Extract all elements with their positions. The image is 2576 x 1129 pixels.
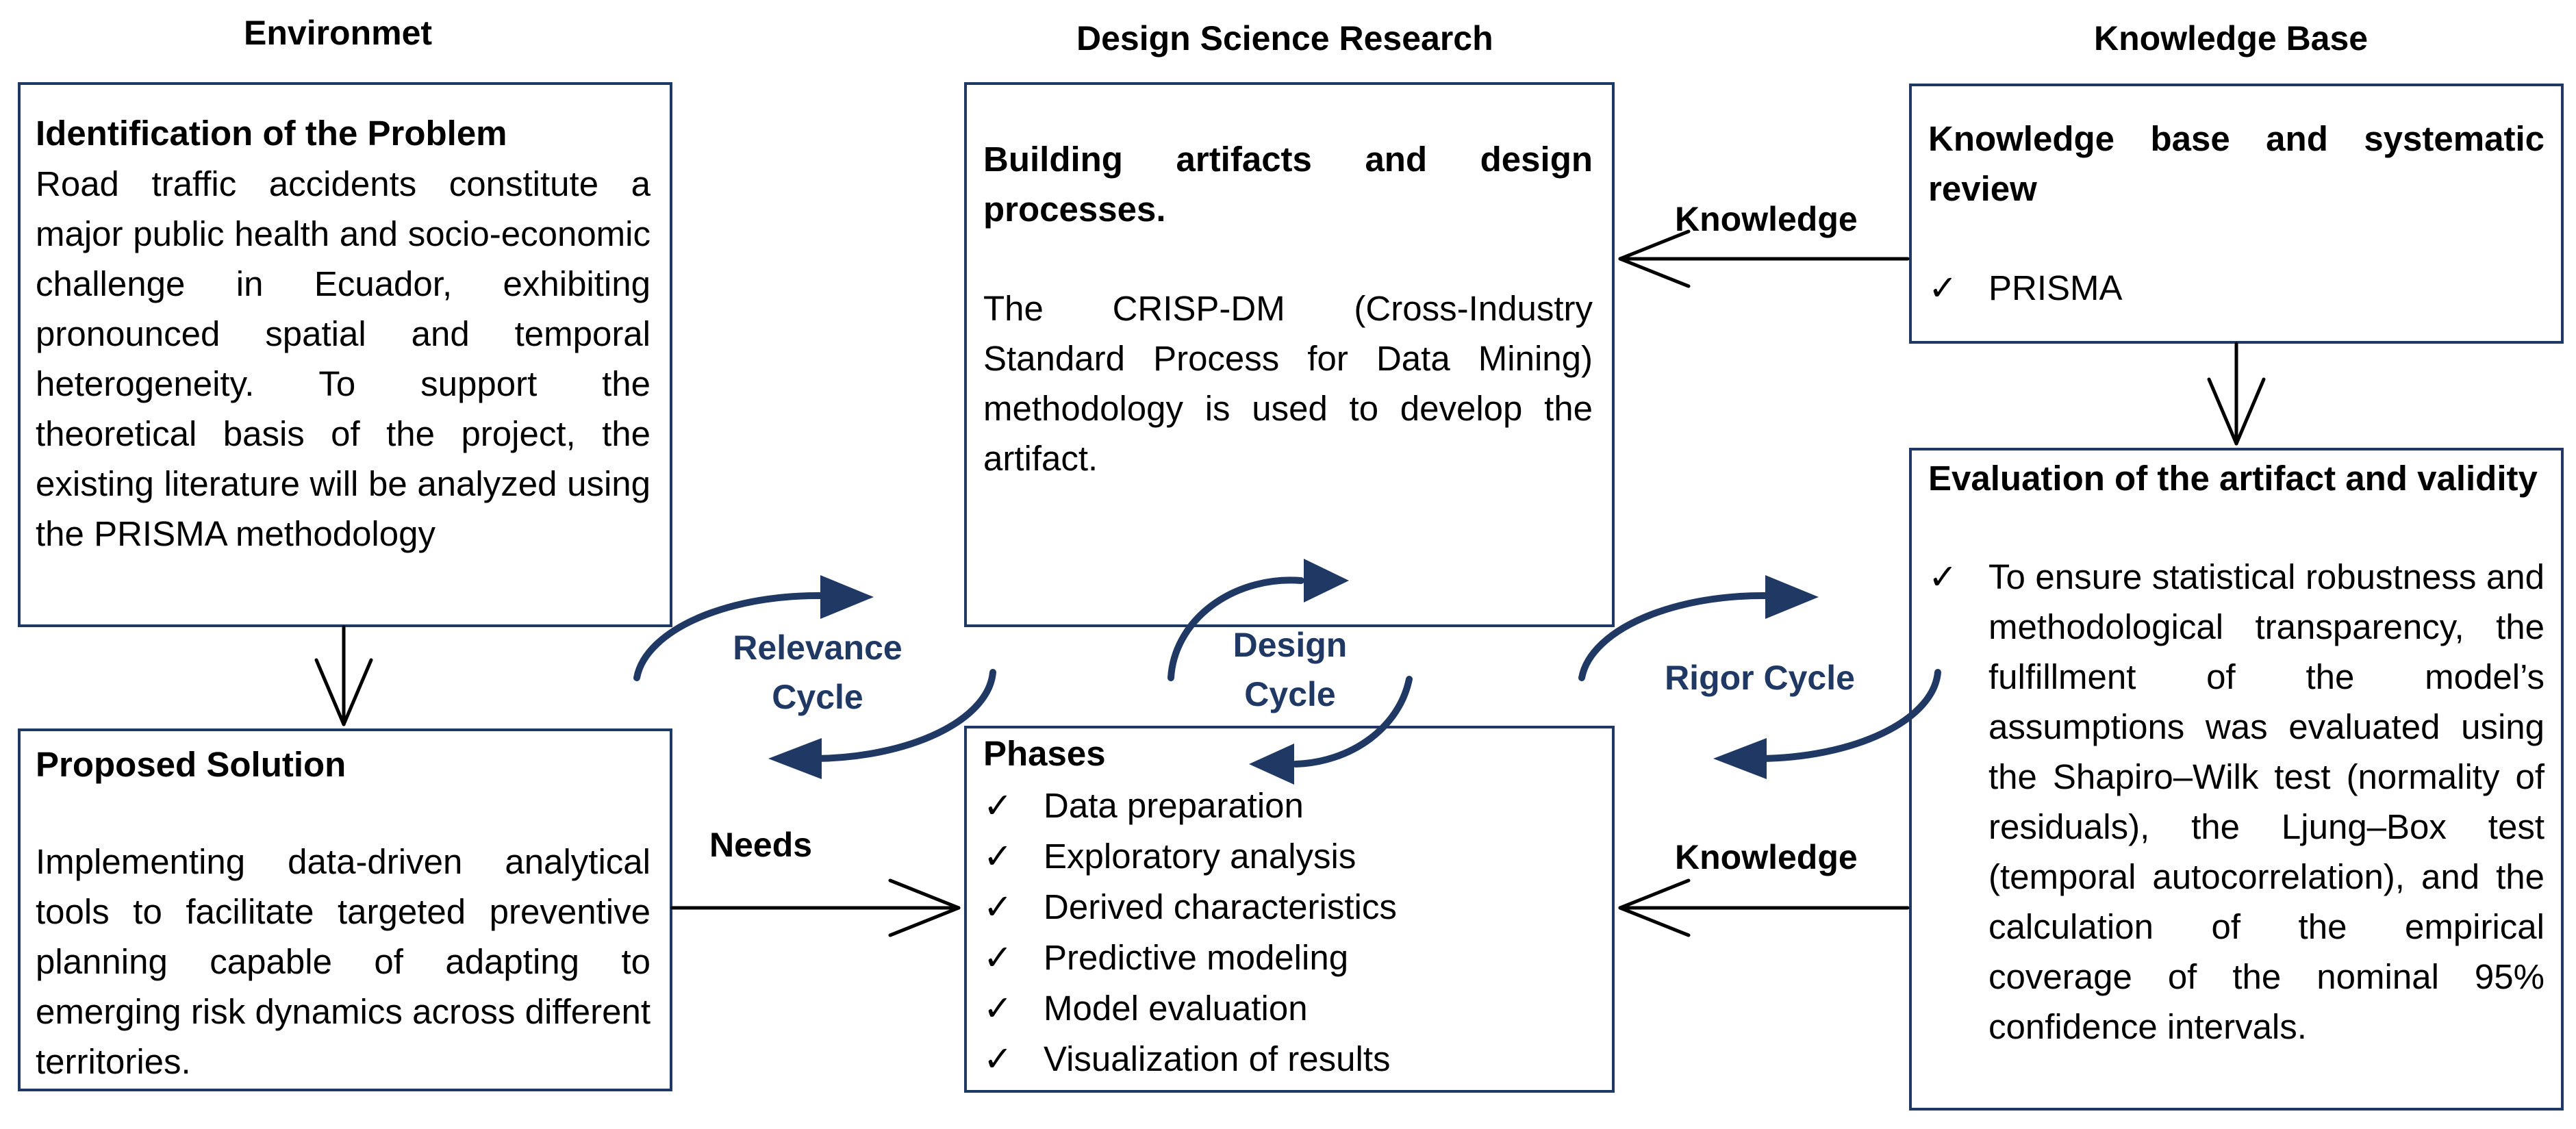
knowledge-bottom-arrowhead [1618,878,1691,937]
evaluation-title: Evaluation of the artifact and validity [1928,459,2538,498]
rigor-cycle-upper-arc [1578,592,1797,681]
list-item: ✓PRISMA [1928,263,2123,314]
design-cycle-arrowhead-upper [1304,559,1349,602]
check-icon: ✓ [983,989,1013,1028]
list-item: ✓Model evaluation [983,983,1397,1034]
check-icon: ✓ [983,837,1013,876]
relevance-cycle-lower-arc [811,669,996,762]
check-icon: ✓ [1928,268,1958,307]
check-icon: ✓ [983,1039,1013,1078]
design-cycle-upper-arc [1167,576,1304,681]
knowledge-top-arrowhead [1618,229,1691,288]
rigor-cycle-arrowhead-upper [1765,575,1819,619]
problem-box: Identification of the Problem Road traff… [18,82,672,627]
design-cycle-arrowhead-lower [1249,744,1294,785]
relevance-cycle-arrowhead-upper [820,575,874,619]
knowledge-top-label: Knowledge [1675,200,1858,238]
kb-review-box: Knowledge base and systematic review ✓PR… [1909,84,2564,344]
problem-title: Identification of the Problem [36,114,507,153]
check-icon: ✓ [983,887,1013,926]
list-item: ✓Derived characteristics [983,882,1397,933]
phases-title: Phases [983,734,1106,773]
needs-label: Needs [709,826,813,864]
environment-header: Environmet [244,14,433,52]
solution-box: Proposed Solution Implementing data-driv… [18,728,672,1091]
solution-title: Proposed Solution [36,745,346,784]
building-title: Building artifacts and design processes. [983,140,1593,229]
solution-text: Implementing data-driven analytical tool… [36,842,651,1081]
phases-list: ✓Data preparation ✓Exploratory analysis … [983,781,1397,1084]
rigor-cycle-lower-arc [1756,669,1941,762]
needs-arrowhead [888,878,961,937]
relevance-cycle-label: Relevance Cycle [733,629,902,716]
kb-review-list: ✓PRISMA [1928,263,2123,314]
building-text: The CRISP-DM (Cross-Industry Standard Pr… [983,289,1593,478]
building-box: Building artifacts and design processes.… [964,82,1615,627]
phases-box: Phases ✓Data preparation ✓Exploratory an… [964,726,1615,1093]
evaluation-box: Evaluation of the artifact and validity … [1909,448,2564,1111]
design-cycle-label: Design Cycle [1233,626,1348,713]
knowledge-bottom-label: Knowledge [1675,838,1858,876]
rigor-cycle-arrowhead-lower [1713,738,1767,779]
kb-review-title: Knowledge base and systematic review [1928,119,2545,208]
dsr-header: Design Science Research [1076,19,1493,58]
list-item: ✓Predictive modeling [983,933,1397,983]
evaluation-text: To ensure statistical robustness and met… [1988,557,2545,1046]
list-item: ✓Exploratory analysis [983,831,1397,882]
evaluation-check: ✓ [1928,552,1958,602]
list-item: ✓Visualization of results [983,1034,1397,1084]
check-icon: ✓ [983,938,1013,977]
list-item: ✓Data preparation [983,781,1397,831]
relevance-cycle-arrowhead-lower [768,738,822,779]
problem-text: Road traffic accidents constitute a majo… [36,164,651,553]
relevance-cycle-upper-arc [633,592,853,681]
kb-to-evaluation-arrowhead [2207,377,2266,446]
problem-to-solution-arrowhead [314,658,373,726]
design-cycle-lower-arc [1292,676,1413,768]
rigor-cycle-label: Rigor Cycle [1665,659,1855,697]
check-icon: ✓ [983,786,1013,825]
knowledge-base-header: Knowledge Base [2094,19,2369,58]
check-icon: ✓ [1928,557,1958,596]
